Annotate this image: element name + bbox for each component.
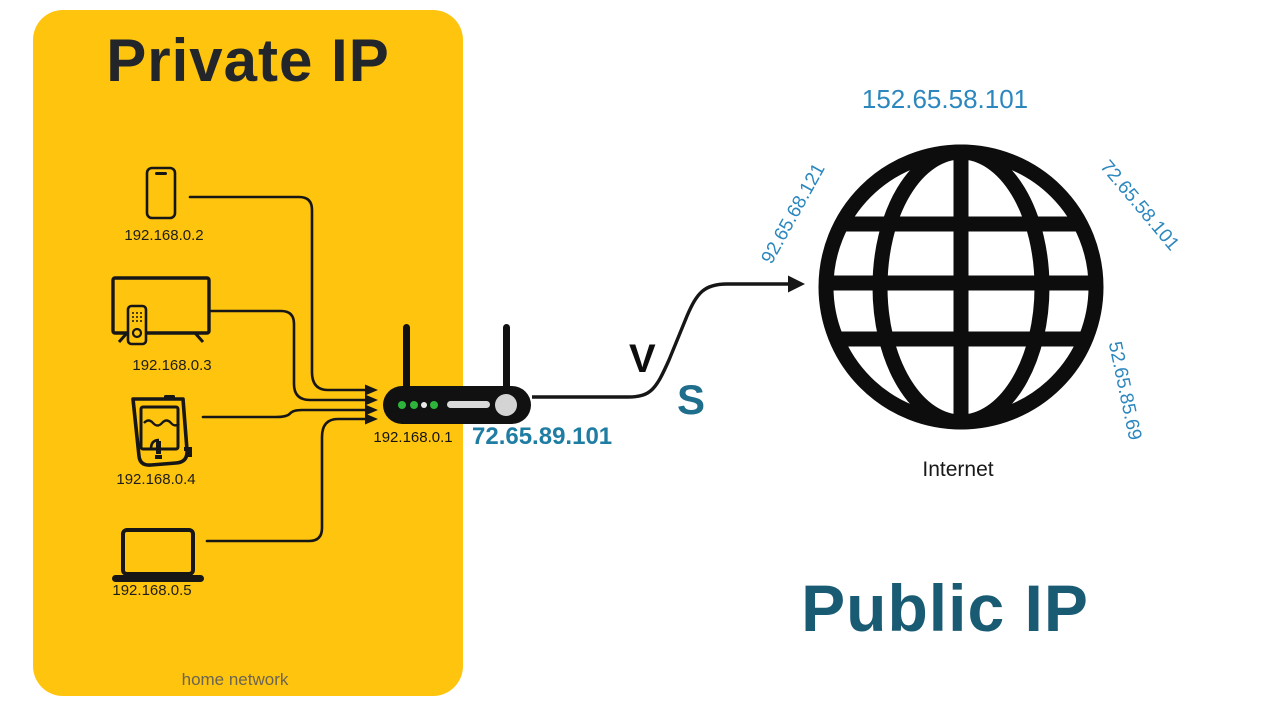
public-ip-title: Public IP [801,571,1089,645]
laptop-ip-label: 192.168.0.5 [112,582,192,599]
remote-buttons [132,312,142,322]
water-purifier-icon [131,395,192,467]
router-private-ip-label: 192.168.0.1 [373,429,453,446]
versus-s-letter: S [677,376,706,423]
router-icon [383,324,531,424]
router-public-ip-label: 72.65.89.101 [472,423,613,450]
purifier-ip-label: 192.168.0.4 [116,471,196,488]
private-ip-title: Private IP [106,27,390,94]
device-connector-lines [188,195,367,543]
smart-tv-icon [111,276,211,346]
connector-arrowheads [365,384,378,425]
versus-v-letter: V [629,337,656,381]
router-leds [398,401,438,409]
purifier-connector-line [201,408,367,419]
router-to-internet-arrow [532,275,805,399]
phone-ip-label: 192.168.0.2 [124,227,204,244]
globe-icon [818,144,1104,430]
internet-label: Internet [922,458,994,481]
laptop-connector-line [205,417,367,543]
laptop-icon [112,528,204,582]
tv-ip-label: 192.168.0.3 [132,357,212,374]
public-ip-top-label: 152.65.58.101 [861,84,1029,114]
tv-connector-line [209,309,367,402]
private-network-panel [33,10,463,696]
phone-connector-line [188,195,367,392]
smartphone-icon [145,166,177,220]
home-network-caption: home network [181,670,289,689]
